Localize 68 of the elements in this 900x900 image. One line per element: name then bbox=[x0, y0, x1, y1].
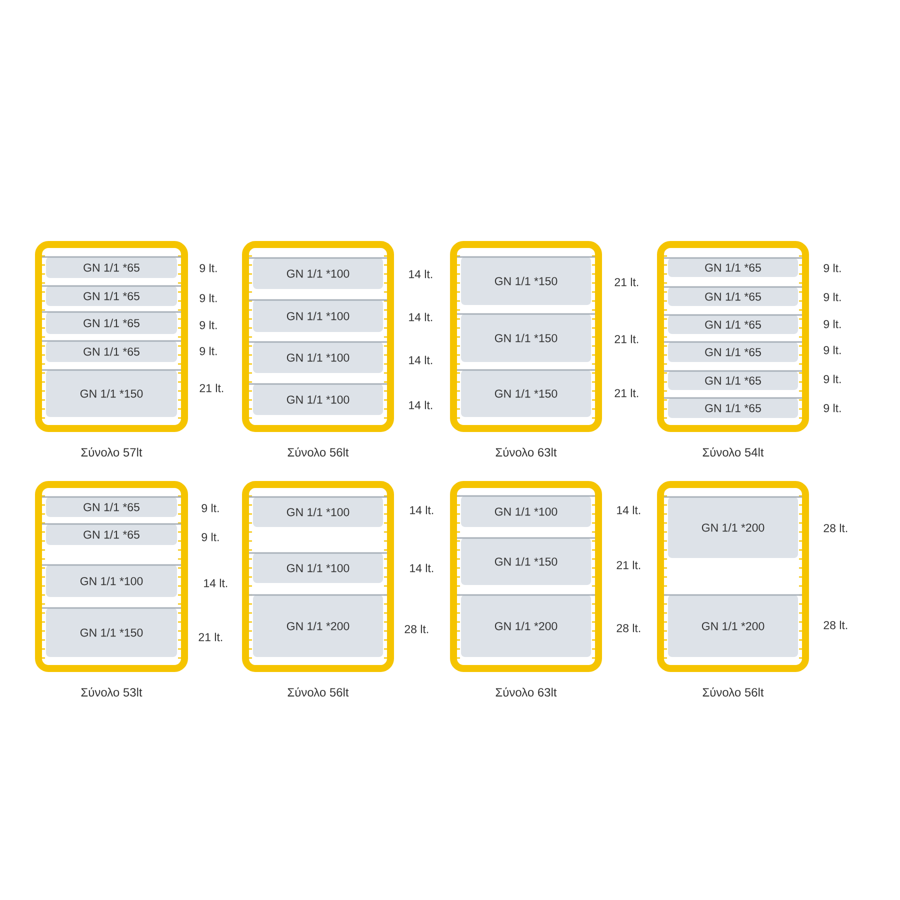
volume-label: 28 lt. bbox=[824, 524, 848, 532]
volume-label: 21 lt. bbox=[616, 560, 640, 570]
volume-label: 21 lt. bbox=[614, 278, 638, 286]
pan: GN 1/1 *65 bbox=[664, 341, 802, 362]
pan: GN 1/1 *150 bbox=[42, 607, 181, 657]
pan: GN 1/1 *100 bbox=[249, 299, 387, 332]
volume-label: 28 lt. bbox=[404, 624, 428, 634]
total-label: Σύνολο 63lt bbox=[496, 447, 557, 457]
volume-label: 9 lt. bbox=[824, 264, 841, 272]
volume-label: 21 lt. bbox=[614, 334, 638, 344]
pan: GN 1/1 *100 bbox=[249, 552, 387, 583]
pan: GN 1/1 *150 bbox=[457, 256, 595, 305]
pan: GN 1/1 *100 bbox=[249, 257, 387, 289]
pan: GN 1/1 *150 bbox=[457, 313, 595, 362]
volume-label: 14 lt. bbox=[409, 400, 432, 410]
volume-label: 28 lt. bbox=[824, 620, 848, 630]
pan: GN 1/1 *65 bbox=[42, 496, 181, 517]
pan: GN 1/1 *200 bbox=[664, 594, 802, 657]
pan: GN 1/1 *65 bbox=[664, 370, 802, 390]
pan: GN 1/1 *65 bbox=[664, 286, 802, 306]
volume-label: 21 lt. bbox=[614, 388, 638, 398]
volume-label: 9 lt. bbox=[824, 292, 841, 302]
volume-label: 9 lt. bbox=[202, 532, 219, 542]
volume-label: 9 lt. bbox=[824, 404, 841, 412]
total-label: Σύνολο 56lt bbox=[288, 687, 349, 697]
total-label: Σύνολο 56lt bbox=[288, 447, 349, 457]
volume-label: 14 lt. bbox=[409, 356, 432, 364]
volume-label: 9 lt. bbox=[824, 320, 841, 328]
volume-label: 9 lt. bbox=[202, 504, 219, 512]
pan: GN 1/1 *100 bbox=[249, 341, 387, 373]
volume-label: 9 lt. bbox=[824, 374, 841, 384]
pan: GN 1/1 *65 bbox=[42, 340, 181, 362]
pan: GN 1/1 *65 bbox=[42, 311, 181, 334]
volume-label: 21 lt. bbox=[200, 384, 224, 392]
volume-label: 14 lt. bbox=[410, 506, 434, 514]
total-label: Σύνολο 53lt bbox=[81, 687, 142, 697]
pan: GN 1/1 *200 bbox=[457, 594, 595, 657]
total-label: Σύνολο 63lt bbox=[496, 687, 557, 697]
total-label: Σύνολο 57lt bbox=[81, 447, 142, 457]
pan: GN 1/1 *100 bbox=[249, 383, 387, 415]
volume-label: 21 lt. bbox=[198, 632, 222, 642]
volume-label: 14 lt. bbox=[409, 270, 432, 278]
volume-label: 28 lt. bbox=[616, 624, 640, 632]
volume-label: 14 lt. bbox=[617, 506, 640, 514]
pan: GN 1/1 *65 bbox=[664, 397, 802, 418]
pan: GN 1/1 *150 bbox=[42, 369, 181, 417]
pan: GN 1/1 *200 bbox=[664, 496, 802, 558]
volume-label: 9 lt. bbox=[200, 320, 217, 330]
volume-label: 9 lt. bbox=[824, 346, 841, 354]
pan: GN 1/1 *65 bbox=[664, 314, 802, 334]
pan: GN 1/1 *150 bbox=[457, 537, 595, 585]
volume-label: 9 lt. bbox=[200, 346, 217, 356]
pan: GN 1/1 *65 bbox=[42, 285, 181, 306]
pan: GN 1/1 *65 bbox=[42, 523, 181, 545]
pan: GN 1/1 *100 bbox=[42, 564, 181, 597]
pan: GN 1/1 *100 bbox=[249, 496, 387, 527]
total-label: Σύνολο 56lt bbox=[702, 687, 764, 697]
volume-label: 14 lt. bbox=[410, 564, 434, 572]
volume-label: 9 lt. bbox=[200, 294, 217, 302]
total-label: Σύνολο 54lt bbox=[702, 447, 764, 457]
pan: GN 1/1 *65 bbox=[664, 257, 802, 277]
pan: GN 1/1 *150 bbox=[457, 369, 595, 417]
volume-label: 14 lt. bbox=[204, 578, 228, 588]
pan: GN 1/1 *65 bbox=[42, 256, 181, 278]
pan: GN 1/1 *100 bbox=[457, 495, 595, 527]
volume-label: 9 lt. bbox=[200, 264, 217, 272]
volume-label: 14 lt. bbox=[409, 312, 432, 322]
pan: GN 1/1 *200 bbox=[249, 594, 387, 657]
